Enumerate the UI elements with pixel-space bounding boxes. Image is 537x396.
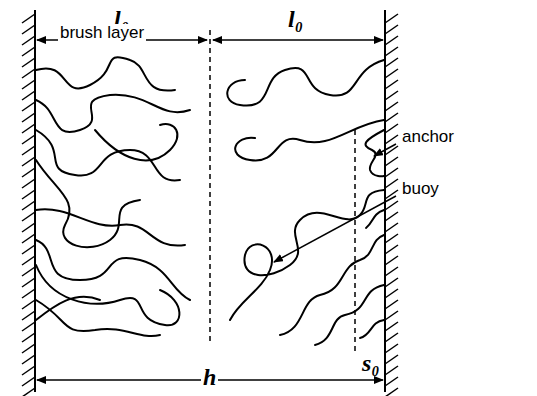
hatch-stroke [22, 36, 35, 45]
hatch-stroke [22, 179, 35, 188]
hatch-stroke [385, 322, 398, 331]
hatch-stroke [22, 124, 35, 133]
wall-hatching [22, 14, 398, 396]
polymer-chains [36, 57, 384, 345]
dimension-arrow [213, 39, 383, 41]
hatch-stroke [22, 157, 35, 166]
hatch-stroke [385, 344, 398, 353]
hatch-stroke [22, 278, 35, 287]
hatch-stroke [22, 102, 35, 111]
left-wall [34, 10, 36, 392]
hatch-stroke [22, 300, 35, 309]
hatch-stroke [385, 278, 398, 287]
hatch-stroke [22, 267, 35, 276]
hatch-stroke [385, 311, 398, 320]
hatch-stroke [385, 135, 398, 144]
anchor-boundary [354, 130, 356, 352]
layer-boundary [209, 30, 211, 345]
hatch-stroke [22, 190, 35, 199]
hatch-stroke [22, 14, 35, 23]
hatch-stroke [385, 377, 398, 386]
hatch-stroke [385, 333, 398, 342]
hatch-stroke [385, 234, 398, 243]
hatch-stroke [385, 80, 398, 89]
hatch-stroke [22, 168, 35, 177]
hatch-stroke [22, 146, 35, 155]
hatch-stroke [385, 102, 398, 111]
hatch-stroke [22, 377, 35, 386]
hatch-stroke [385, 47, 398, 56]
hatch-stroke [22, 388, 35, 396]
hatch-stroke [385, 58, 398, 67]
hatch-stroke [22, 333, 35, 342]
hatch-stroke [385, 300, 398, 309]
hatch-stroke [22, 80, 35, 89]
hatch-stroke [385, 256, 398, 265]
hatch-stroke [385, 36, 398, 45]
hatch-stroke [22, 47, 35, 56]
hatch-stroke [385, 146, 398, 155]
hatch-stroke [385, 355, 398, 364]
dimension-label: s₀ [360, 350, 382, 376]
callout-label: buoy [400, 180, 441, 199]
hatch-stroke [22, 256, 35, 265]
hatch-stroke [22, 91, 35, 100]
hatch-stroke [22, 289, 35, 298]
hatch-stroke [385, 201, 398, 210]
hatch-stroke [385, 366, 398, 375]
hatch-stroke [22, 234, 35, 243]
hatch-stroke [22, 366, 35, 375]
hatch-stroke [22, 355, 35, 364]
leader-arrow [274, 196, 396, 262]
hatch-stroke [385, 168, 398, 177]
hatch-stroke [22, 69, 35, 78]
hatch-stroke [385, 124, 398, 133]
dimension-label: l₀ [286, 6, 305, 32]
callout-label: anchor [400, 128, 456, 147]
region-label: brush layer [58, 24, 146, 43]
hatch-stroke [385, 69, 398, 78]
hatch-stroke [22, 223, 35, 232]
hatch-stroke [22, 135, 35, 144]
hatch-stroke [22, 322, 35, 331]
hatch-stroke [22, 344, 35, 353]
hatch-stroke [385, 157, 398, 166]
hatch-stroke [385, 267, 398, 276]
hatch-stroke [22, 212, 35, 221]
hatch-stroke [385, 25, 398, 34]
hatch-stroke [385, 91, 398, 100]
hatch-stroke [385, 14, 398, 23]
hatch-stroke [22, 58, 35, 67]
dimension-label: h [201, 364, 218, 390]
hatch-stroke [385, 245, 398, 254]
hatch-stroke [22, 311, 35, 320]
hatch-stroke [385, 289, 398, 298]
hatch-stroke [385, 113, 398, 122]
hatch-stroke [22, 245, 35, 254]
hatch-stroke [22, 113, 35, 122]
hatch-stroke [22, 25, 35, 34]
hatch-stroke [385, 223, 398, 232]
hatch-stroke [385, 179, 398, 188]
hatch-stroke [385, 388, 398, 396]
hatch-stroke [385, 212, 398, 221]
hatch-stroke [22, 201, 35, 210]
leader-arrow [374, 144, 396, 156]
